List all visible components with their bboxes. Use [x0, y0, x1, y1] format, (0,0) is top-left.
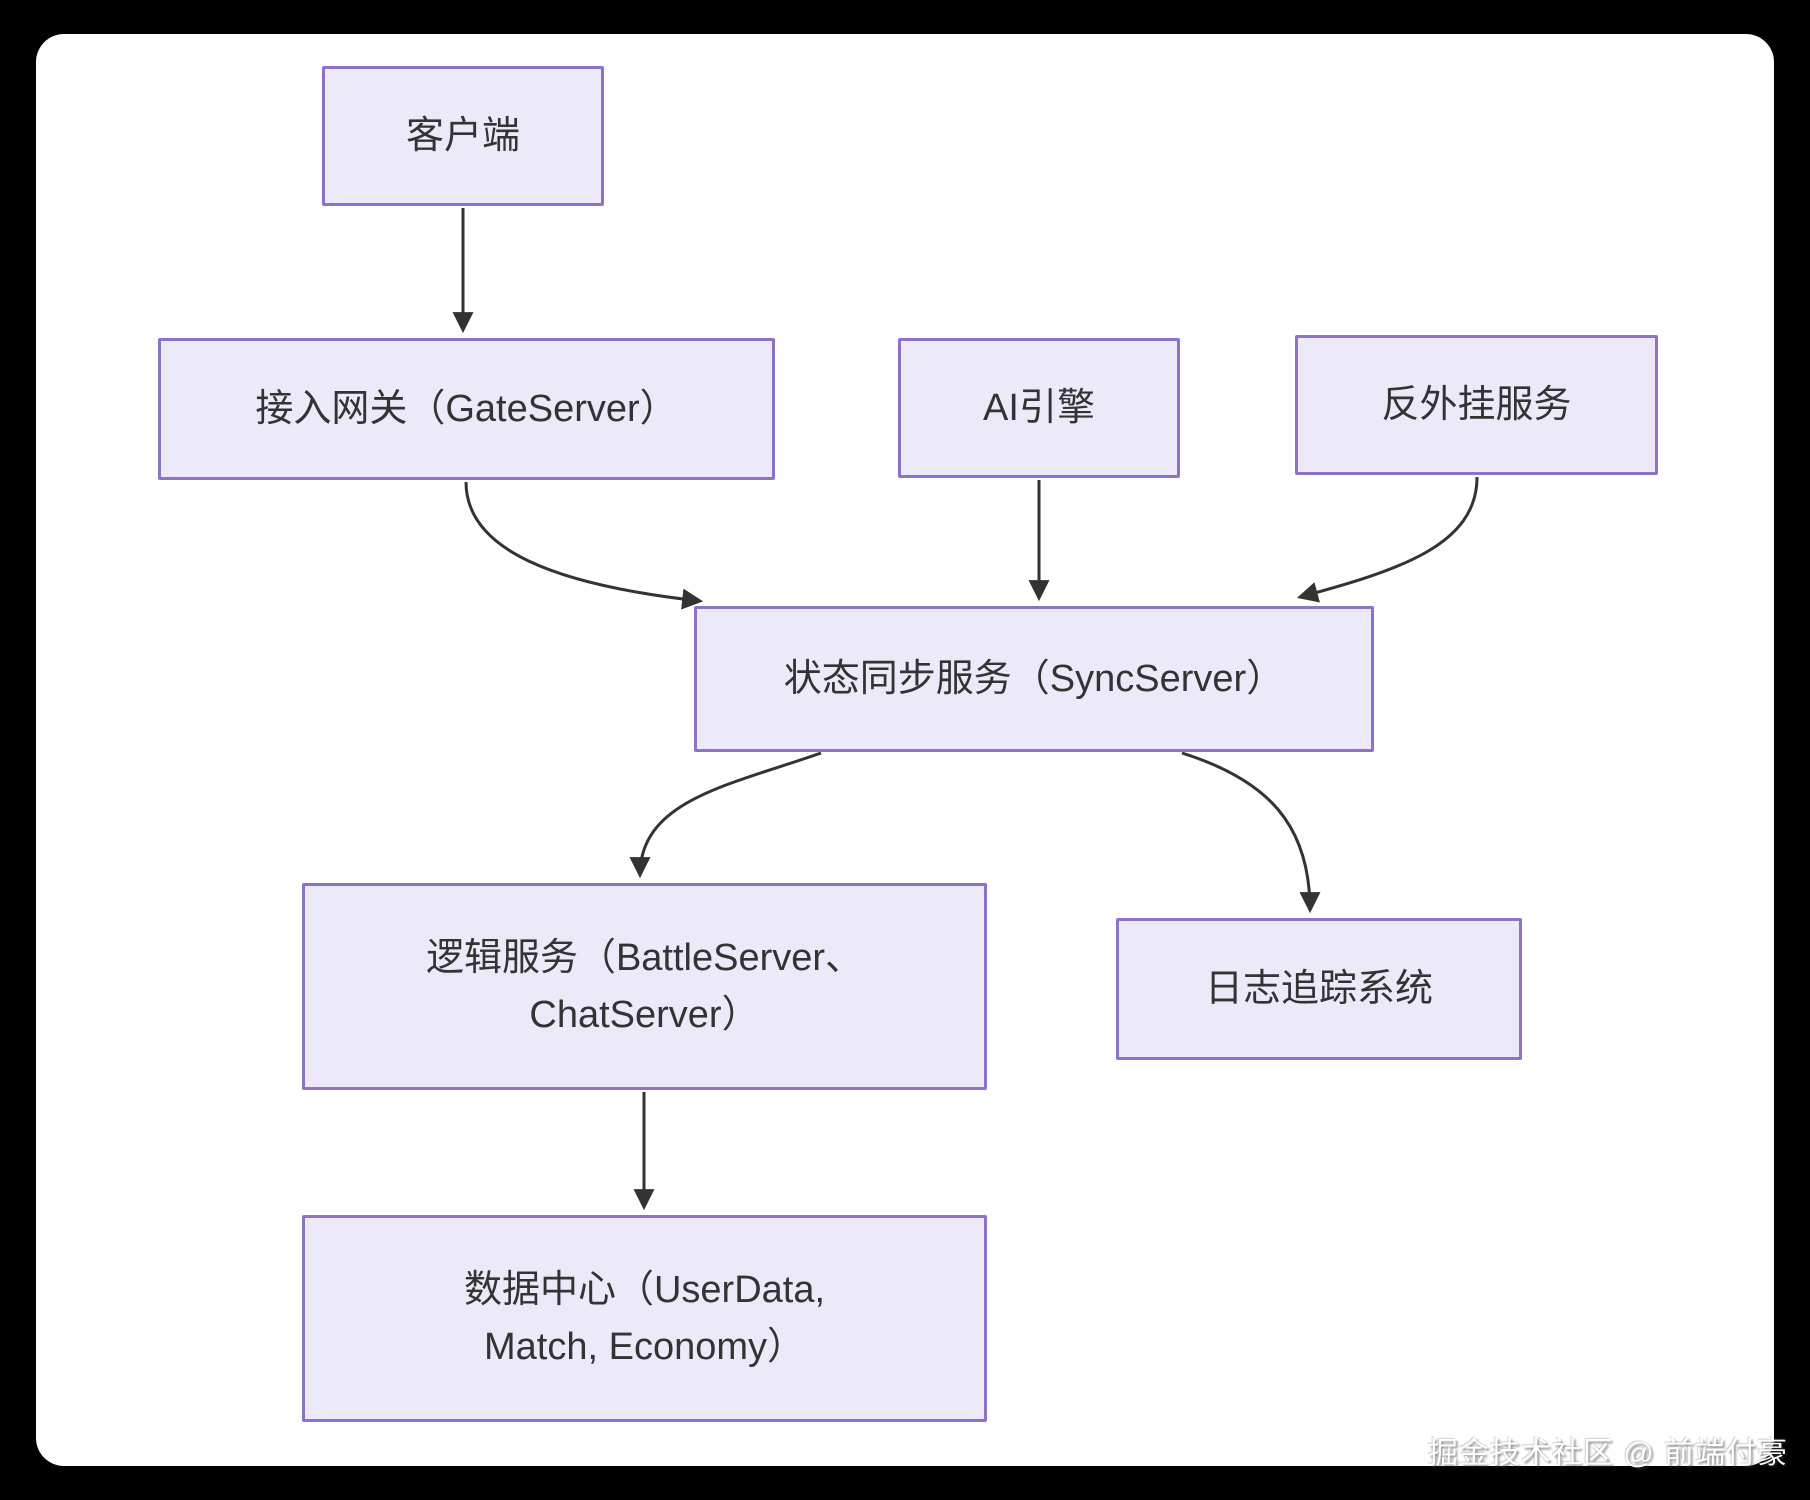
watermark: 掘金技术社区 @ 前端付豪 — [1427, 1437, 1788, 1470]
node-data-center-label-line2: Match, Economy） — [484, 1325, 805, 1368]
node-logic-service: 逻辑服务（BattleServer、 ChatServer） — [302, 883, 987, 1090]
node-anticheat-service: 反外挂服务 — [1295, 335, 1658, 475]
node-ai-engine: AI引擎 — [898, 338, 1180, 478]
node-ai-engine-label: AI引擎 — [983, 386, 1095, 429]
node-log-tracing-system-label: 日志追踪系统 — [1204, 967, 1433, 1010]
node-log-tracing-system: 日志追踪系统 — [1116, 918, 1522, 1060]
node-logic-service-label-line1: 逻辑服务（BattleServer、 — [425, 936, 864, 979]
node-gate-server-label: 接入网关（GateServer） — [255, 387, 678, 430]
node-logic-service-label-line2: ChatServer） — [529, 993, 760, 1036]
node-sync-server: 状态同步服务（SyncServer） — [694, 606, 1374, 752]
node-client: 客户端 — [322, 66, 604, 206]
node-client-label: 客户端 — [405, 114, 520, 157]
node-data-center: 数据中心（UserData, Match, Economy） — [302, 1215, 987, 1422]
node-sync-server-label: 状态同步服务（SyncServer） — [783, 657, 1285, 700]
node-anticheat-service-label: 反外挂服务 — [1381, 383, 1572, 426]
node-gate-server: 接入网关（GateServer） — [158, 338, 775, 480]
node-data-center-label-line1: 数据中心（UserData, — [463, 1268, 826, 1311]
